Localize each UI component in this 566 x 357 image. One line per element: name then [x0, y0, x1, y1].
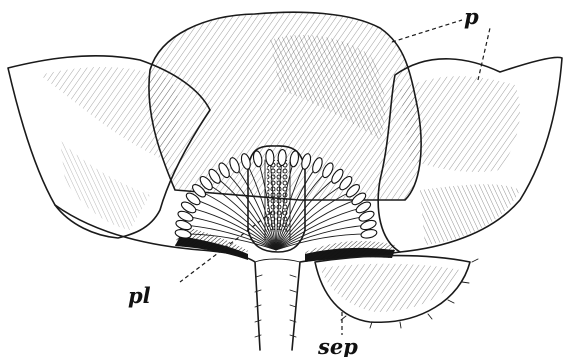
petal-leader-1: [392, 20, 462, 42]
stamen-anther: [278, 149, 287, 165]
petal-leader-2: [478, 28, 490, 80]
label-placenta: pl: [128, 283, 151, 308]
stalk-hairs: [255, 275, 296, 337]
stamen-anther: [360, 228, 377, 239]
sepal: [315, 256, 478, 328]
label-petal: p: [464, 4, 479, 29]
stamen-anther: [265, 149, 274, 165]
label-sepal: sep: [317, 334, 358, 357]
